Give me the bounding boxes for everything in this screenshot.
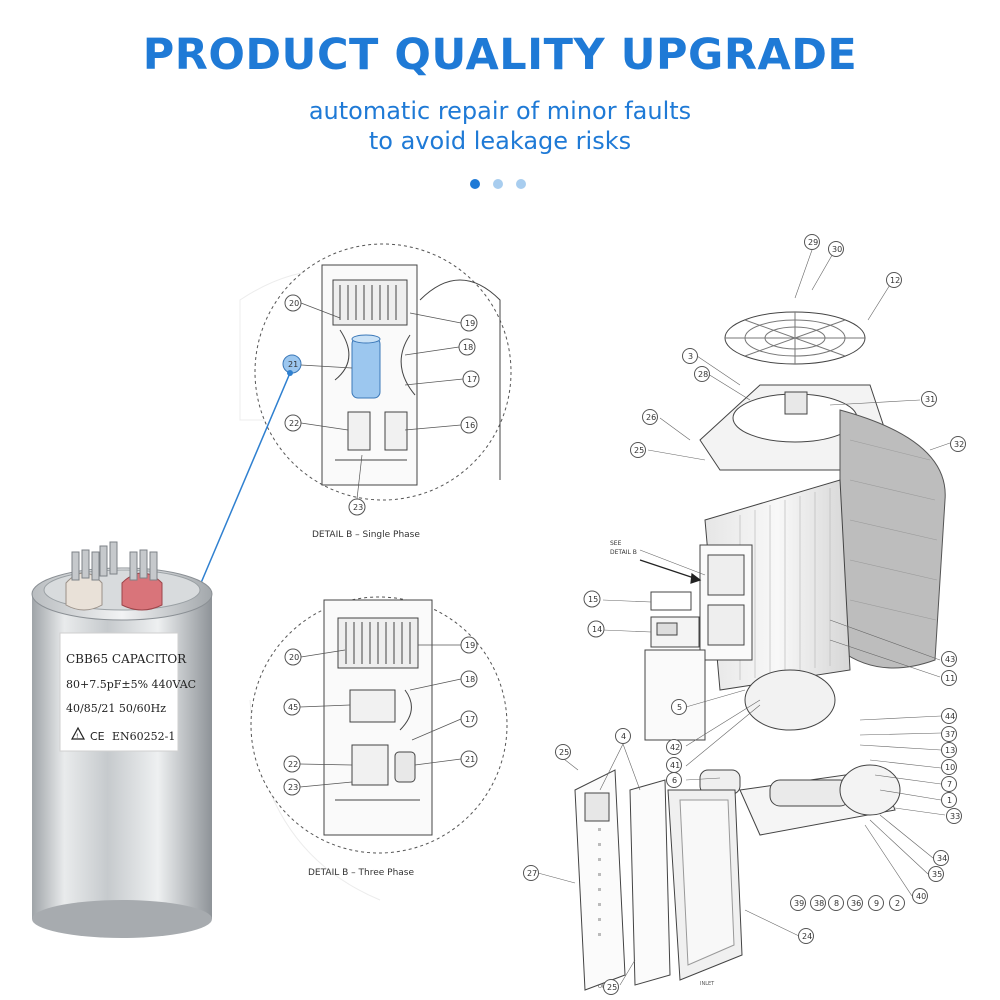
page-title: PRODUCT QUALITY UPGRADE <box>142 30 858 80</box>
svg-text:23: 23 <box>288 783 298 792</box>
svg-text:3: 3 <box>688 352 693 361</box>
svg-text:16: 16 <box>465 421 475 430</box>
carousel-dot-3[interactable] <box>516 179 526 189</box>
part-callouts: 29 30 12 3 28 31 26 25 32 15 14 43 11 5 … <box>523 234 966 995</box>
svg-text:18: 18 <box>463 343 473 352</box>
svg-text:39: 39 <box>794 899 804 908</box>
svg-text:9: 9 <box>874 899 879 908</box>
svg-text:30: 30 <box>832 245 842 254</box>
svg-text:45: 45 <box>288 703 298 712</box>
svg-text:33: 33 <box>950 812 960 821</box>
subtitle-line-2: to avoid leakage risks <box>368 127 632 155</box>
see-detail-label: SEE <box>610 540 622 547</box>
svg-text:34: 34 <box>937 854 947 863</box>
carousel-indicator <box>470 179 526 189</box>
svg-text:40: 40 <box>916 892 926 901</box>
see-detail-label-2: DETAIL B <box>610 549 637 556</box>
svg-text:20: 20 <box>289 299 299 308</box>
warning-icon: ! <box>70 726 86 740</box>
svg-text:23: 23 <box>353 503 363 512</box>
svg-text:6: 6 <box>672 776 677 785</box>
capacitor: CBB65 CAPACITOR 80+7.5pF±5% 440VAC 40/85… <box>31 541 213 938</box>
svg-text:14: 14 <box>592 625 602 634</box>
subtitle-line-1: automatic repair of minor faults <box>308 97 692 125</box>
svg-text:20: 20 <box>289 653 299 662</box>
svg-text:17: 17 <box>467 375 477 384</box>
svg-text:22: 22 <box>288 760 298 769</box>
svg-text:19: 19 <box>465 641 475 650</box>
svg-text:31: 31 <box>925 395 935 404</box>
svg-text:7: 7 <box>947 780 952 789</box>
cap-model: CBB65 CAPACITOR <box>66 652 187 666</box>
svg-text:25: 25 <box>634 446 644 455</box>
svg-text:35: 35 <box>932 870 942 879</box>
svg-text:41: 41 <box>670 761 680 770</box>
svg-text:43: 43 <box>945 655 955 664</box>
carousel-dot-1[interactable] <box>470 179 480 189</box>
svg-text:21: 21 <box>288 360 298 369</box>
svg-text:36: 36 <box>851 899 861 908</box>
svg-text:21: 21 <box>465 755 475 764</box>
detail-three-phase: 20 19 18 45 17 21 22 23 DETAIL B – Three… <box>250 596 508 878</box>
svg-text:42: 42 <box>670 743 680 752</box>
svg-text:2: 2 <box>895 899 900 908</box>
svg-text:13: 13 <box>945 746 955 755</box>
svg-text:17: 17 <box>465 715 475 724</box>
svg-text:15: 15 <box>588 595 598 604</box>
carousel-dot-2[interactable] <box>493 179 503 189</box>
svg-text:25: 25 <box>559 748 569 757</box>
svg-text:19: 19 <box>465 319 475 328</box>
highlighted-capacitor <box>351 337 381 399</box>
svg-text:!: ! <box>76 733 78 740</box>
cap-rating: 80+7.5pF±5% 440VAC <box>66 678 196 691</box>
svg-text:12: 12 <box>890 276 900 285</box>
cap-standard: EN60252-1 <box>112 730 175 743</box>
cap-climate: 40/85/21 50/60Hz <box>66 702 166 715</box>
svg-text:44: 44 <box>945 712 955 721</box>
detail-single-phase: 20 19 18 17 16 22 23 21 DETAIL B – Singl… <box>254 243 512 540</box>
svg-text:25: 25 <box>607 983 617 992</box>
three-phase-caption: DETAIL B – Three Phase <box>308 868 414 878</box>
svg-text:10: 10 <box>945 763 955 772</box>
pointer-line <box>197 372 291 591</box>
svg-text:24: 24 <box>802 932 812 941</box>
svg-text:22: 22 <box>289 419 299 428</box>
svg-text:4: 4 <box>621 732 626 741</box>
svg-text:27: 27 <box>527 869 537 878</box>
svg-text:28: 28 <box>698 370 708 379</box>
svg-text:29: 29 <box>808 238 818 247</box>
svg-text:26: 26 <box>646 413 656 422</box>
ce-mark-icon: CE <box>90 730 105 743</box>
svg-text:5: 5 <box>677 703 682 712</box>
svg-text:32: 32 <box>954 440 964 449</box>
exploded-heat-pump-diagram: OUTLET INLET <box>537 249 951 991</box>
svg-text:8: 8 <box>834 899 839 908</box>
svg-text:37: 37 <box>945 730 955 739</box>
svg-text:38: 38 <box>814 899 824 908</box>
svg-text:1: 1 <box>947 796 952 805</box>
inlet-label: INLET <box>700 981 715 987</box>
svg-text:11: 11 <box>945 674 955 683</box>
svg-text:18: 18 <box>465 675 475 684</box>
single-phase-caption: DETAIL B – Single Phase <box>312 530 420 540</box>
